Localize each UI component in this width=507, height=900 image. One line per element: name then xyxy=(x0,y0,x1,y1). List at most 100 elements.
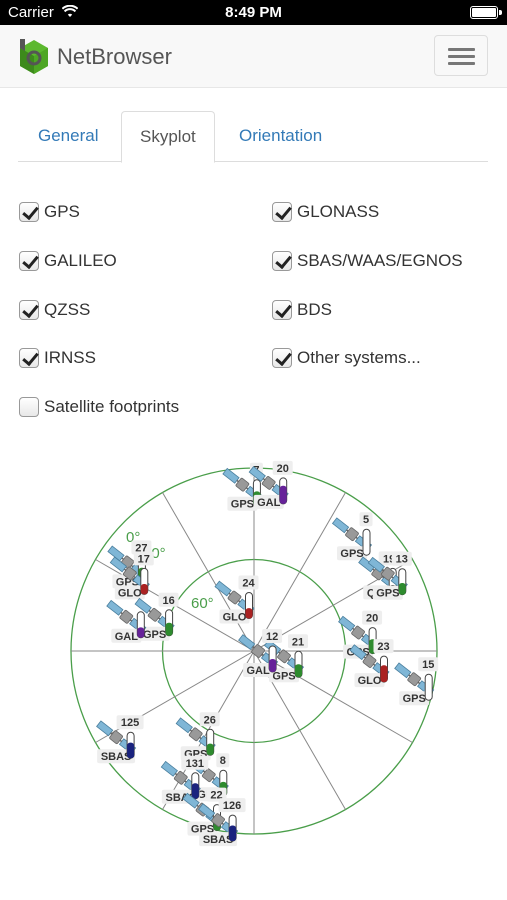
battery-icon xyxy=(470,6,502,19)
system-label-bg xyxy=(199,832,238,847)
satellite-id-bg xyxy=(362,610,383,625)
system-label-bg xyxy=(114,585,145,600)
satellite-marker[interactable]: SBAS 126 xyxy=(198,798,246,847)
satellite-system-label: GAL xyxy=(257,497,281,509)
signal-fill xyxy=(380,665,388,683)
filter-glonass[interactable]: GLONASS xyxy=(272,201,379,223)
skyplot[interactable]: 0° 30° 60° GPS7GAL20GPS5QZS193GPS13GPS20… xyxy=(0,430,507,860)
satellite-system-label: GAL xyxy=(115,631,139,643)
tab-general[interactable]: General xyxy=(38,126,99,145)
satellite-id-bg xyxy=(272,460,293,475)
satellite-id-label: 13 xyxy=(396,554,408,566)
signal-fill xyxy=(229,825,237,842)
checkbox[interactable] xyxy=(19,251,39,271)
checkbox-label: QZSS xyxy=(44,300,91,319)
filter-bds[interactable]: BDS xyxy=(272,299,332,321)
satellite-marker[interactable]: GAL 12 xyxy=(238,629,283,677)
satellite-system-label: GAL xyxy=(246,665,270,677)
checkbox[interactable] xyxy=(272,300,292,320)
satellite-id-bg xyxy=(216,753,230,768)
satellite-system-label: SBAS xyxy=(101,751,132,763)
navbar: NetBrowser xyxy=(0,25,507,88)
satellite-id-bg xyxy=(181,755,209,770)
filter-other-systems[interactable]: Other systems... xyxy=(272,347,421,369)
netbrowser-logo-icon xyxy=(20,39,48,74)
satellite-id-label: 26 xyxy=(204,714,216,726)
system-label-bg xyxy=(139,626,170,641)
satellite-id-label: 20 xyxy=(366,613,378,625)
signal-fill xyxy=(245,608,253,619)
system-label-bg xyxy=(97,749,136,764)
satellite-id-bg xyxy=(218,798,246,813)
checkbox[interactable] xyxy=(19,300,39,320)
satellite-id-label: 125 xyxy=(121,717,139,729)
signal-fill xyxy=(140,584,148,595)
checkbox[interactable] xyxy=(272,348,292,368)
checkbox[interactable] xyxy=(272,251,292,271)
status-bar: Carrier 8:49 PM xyxy=(0,0,507,25)
satellite-id-bg xyxy=(418,657,439,672)
checkbox[interactable] xyxy=(19,348,39,368)
satellite-id-label: 24 xyxy=(242,578,255,590)
system-label-bg xyxy=(337,546,367,561)
signal-bar xyxy=(362,528,371,556)
hamburger-icon xyxy=(448,62,475,65)
elevation-label-60: 60° xyxy=(191,595,214,612)
satellite-marker[interactable]: GPS 15 xyxy=(394,657,439,706)
satellites: GPS7GAL20GPS5QZS193GPS13GPS20GLO23GPS15G… xyxy=(96,460,439,847)
satellite-id-label: 8 xyxy=(220,755,226,767)
satellite-id-bg xyxy=(359,512,373,527)
signal-fill xyxy=(127,742,135,759)
filter-irnss[interactable]: IRNSS xyxy=(19,347,96,369)
satellite-id-label: 12 xyxy=(266,631,278,643)
satellite-icon xyxy=(109,556,150,591)
satellite-system-label: GPS xyxy=(403,693,426,705)
satellite-id-bg xyxy=(262,629,283,643)
satellite-id-label: 126 xyxy=(223,800,241,812)
satellite-id-bg xyxy=(288,634,308,649)
signal-bar xyxy=(424,673,433,701)
system-label-bg xyxy=(219,609,250,624)
checkbox[interactable] xyxy=(19,202,39,222)
system-label-bg xyxy=(243,663,274,677)
brand[interactable]: NetBrowser xyxy=(17,37,172,77)
system-label-bg xyxy=(399,691,430,706)
satellite-system-label: GPS xyxy=(231,499,254,511)
checkbox-label: GALILEO xyxy=(44,251,117,270)
satellite-system-label: SBAS xyxy=(203,834,234,846)
satellite-id-label: 15 xyxy=(422,659,434,671)
system-label-bg xyxy=(269,668,299,683)
menu-toggle-button[interactable] xyxy=(434,35,488,76)
checkbox-label: Satellite footprints xyxy=(44,397,180,416)
satellite-id-label: 23 xyxy=(377,641,389,653)
satellite-id-bg xyxy=(116,715,144,730)
tab-skyplot[interactable]: Skyplot xyxy=(121,111,215,163)
signal-fill xyxy=(191,783,199,799)
tab-orientation[interactable]: Orientation xyxy=(239,126,323,145)
filter-qzss[interactable]: QZSS xyxy=(19,299,90,321)
checkbox-label: GLONASS xyxy=(297,202,380,221)
filter-galileo[interactable]: GALILEO xyxy=(19,250,117,272)
signal-fill xyxy=(206,743,214,756)
satellite-marker[interactable]: SBAS 125 xyxy=(96,715,144,764)
checkbox[interactable] xyxy=(272,202,292,222)
checkbox[interactable] xyxy=(19,397,39,417)
filter-sbas[interactable]: SBAS/WAAS/EGNOS xyxy=(272,250,463,272)
toggle-satellite-footprints[interactable]: Satellite footprints xyxy=(19,396,179,418)
filter-gps[interactable]: GPS xyxy=(19,201,80,223)
hamburger-icon xyxy=(448,55,475,58)
checkbox-label: GPS xyxy=(44,202,80,221)
satellite-id-bg xyxy=(133,551,154,566)
system-label-bg xyxy=(253,494,284,509)
satellite-marker[interactable]: GAL xyxy=(106,599,147,643)
system-label-bg xyxy=(227,496,258,511)
tab-bar: General Skyplot Orientation xyxy=(18,111,488,163)
